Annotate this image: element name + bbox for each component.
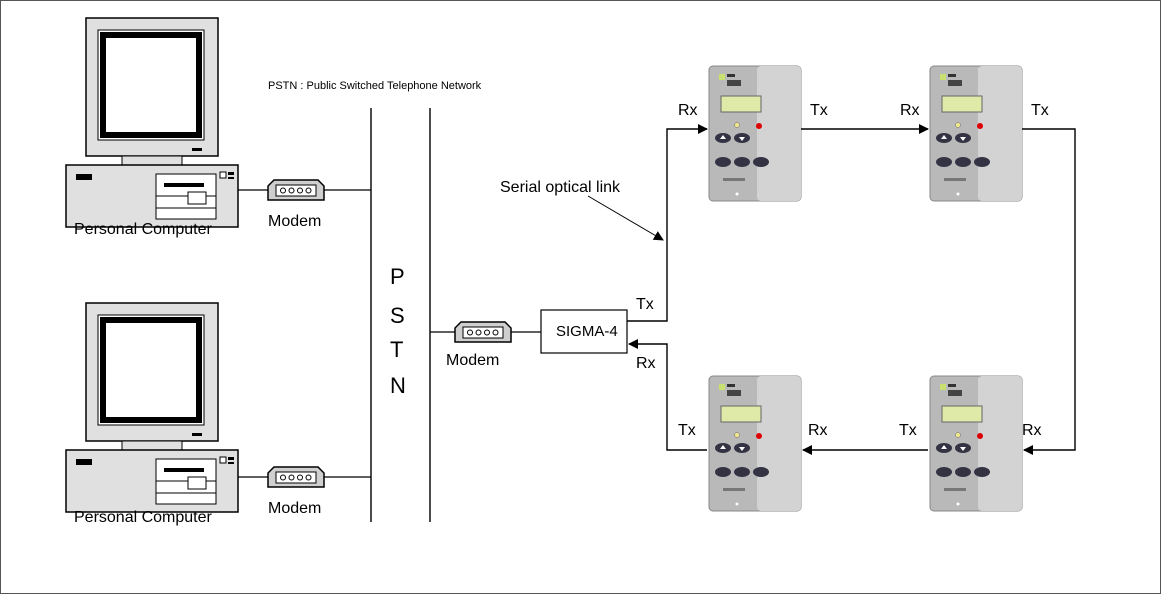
- serial-link-label: Serial optical link: [500, 179, 621, 196]
- pc-top-label: Personal Computer: [74, 221, 212, 238]
- link-ctrl2-ctrl3: [1022, 128, 1076, 455]
- sigma-label: SIGMA-4: [556, 323, 618, 340]
- pstn-letter-s: S: [390, 303, 405, 328]
- pstn-letter-t: T: [390, 337, 404, 362]
- pc-bottom-label: Personal Computer: [74, 509, 212, 526]
- sigma-box: [540, 309, 628, 354]
- controller-2-icon: [929, 65, 1023, 202]
- pc-bottom-icon: [66, 303, 238, 512]
- ctrl2-rx-label: Rx: [900, 102, 920, 119]
- link-ctrl4-sigma: [628, 339, 707, 451]
- modem-center-label: Modem: [446, 352, 500, 369]
- sigma-rx-label: Rx: [636, 355, 656, 372]
- ctrl1-rx-label: Rx: [678, 102, 698, 119]
- serial-link-pointer: [587, 195, 664, 241]
- controller-1-icon: [708, 65, 802, 202]
- sigma-tx-label: Tx: [636, 296, 654, 313]
- controller-4-icon: [708, 375, 802, 512]
- modem-top-icon: [267, 179, 325, 201]
- ctrl3-rx-label: Rx: [1022, 422, 1042, 439]
- ctrl4-tx-label: Tx: [678, 422, 696, 439]
- modem-center-icon: [454, 321, 512, 343]
- ctrl4-rx-label: Rx: [808, 422, 828, 439]
- modem-top-label: Modem: [268, 213, 322, 230]
- pc-top-icon: [66, 18, 238, 227]
- ctrl1-tx-label: Tx: [810, 102, 828, 119]
- pstn-note: PSTN : Public Switched Telephone Network: [268, 80, 482, 92]
- pstn-letter-n: N: [390, 373, 406, 398]
- ctrl3-tx-label: Tx: [899, 422, 917, 439]
- ctrl2-tx-label: Tx: [1031, 102, 1049, 119]
- pstn-letter-p: P: [390, 264, 405, 289]
- modem-bottom-label: Modem: [268, 500, 322, 517]
- modem-bottom-icon: [267, 466, 325, 488]
- link-sigma-ctrl1: [627, 124, 708, 322]
- controller-3-icon: [929, 375, 1023, 512]
